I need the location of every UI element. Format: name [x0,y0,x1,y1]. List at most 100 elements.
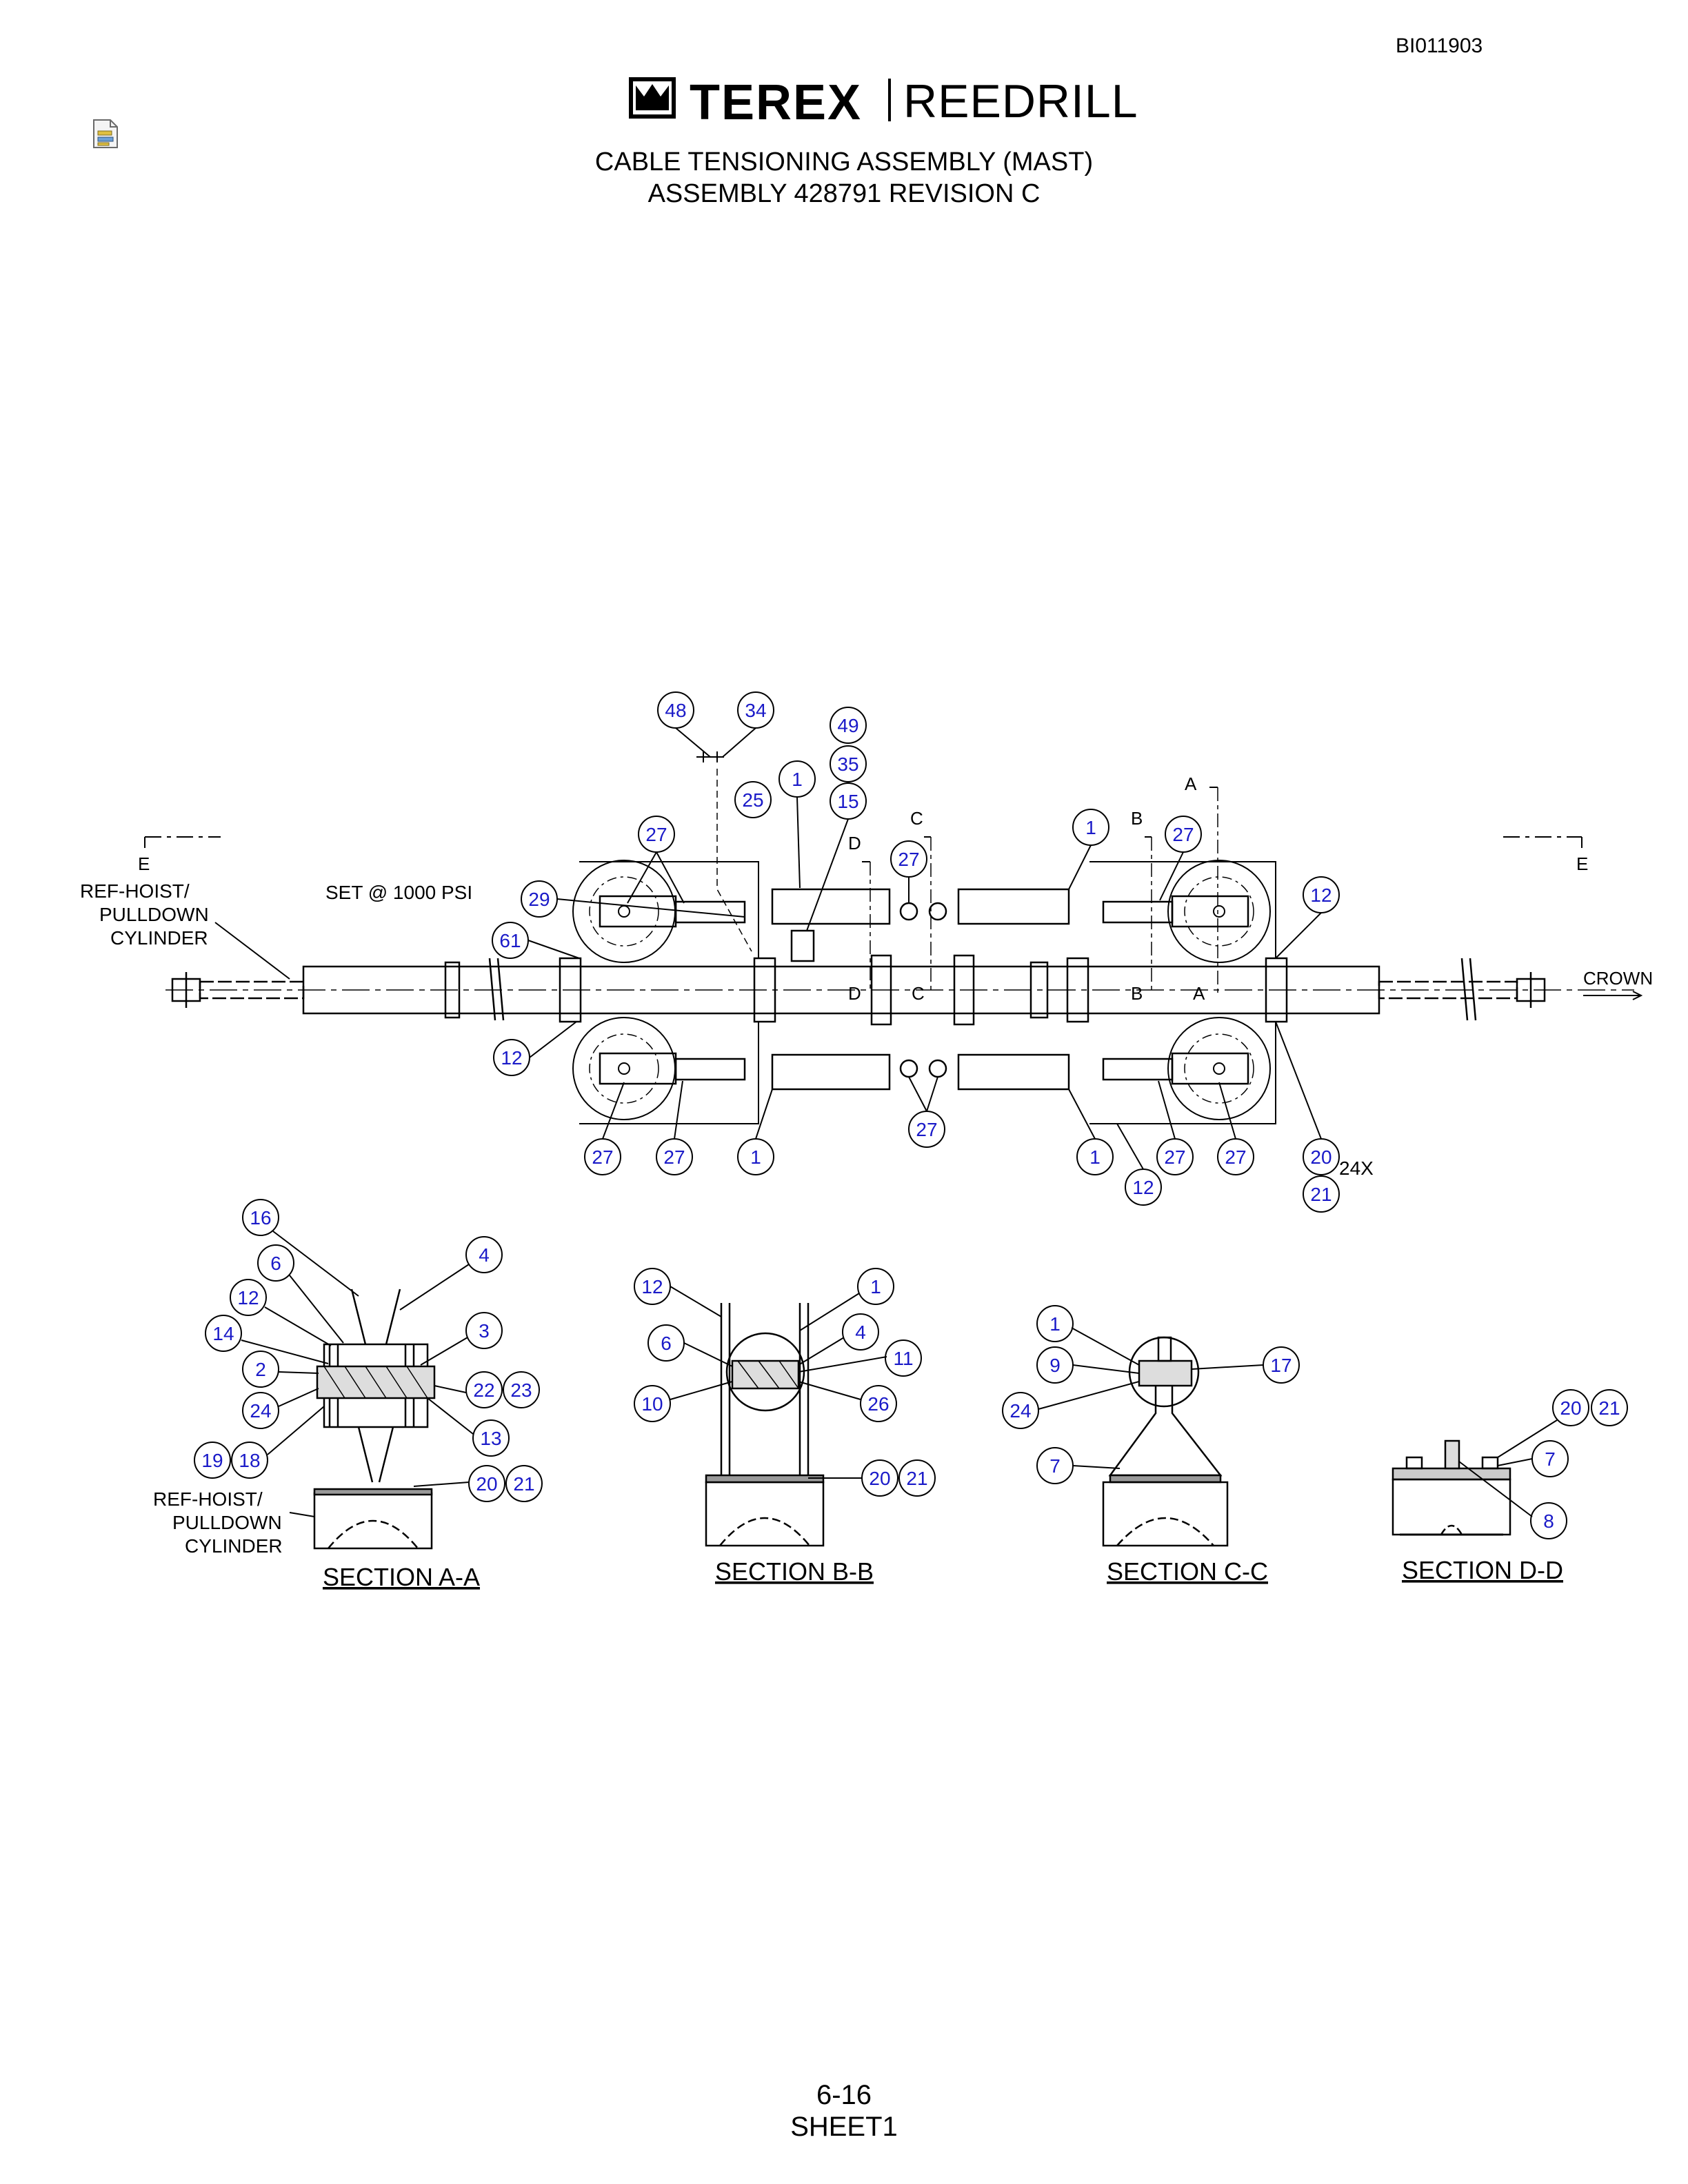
svg-text:1: 1 [1089,1146,1101,1168]
section-e-right: E [1576,853,1588,874]
section-b-mark: B [1131,808,1143,829]
svg-text:12: 12 [237,1287,259,1308]
balloon: 21 [1591,1389,1628,1426]
svg-text:4: 4 [479,1244,490,1266]
brand-terex: TEREX [690,75,863,130]
svg-text:16: 16 [250,1207,271,1228]
svg-text:24: 24 [1009,1400,1031,1422]
svg-text:8: 8 [1543,1510,1554,1532]
balloon: 20 [1303,1138,1340,1175]
balloon: 6 [257,1244,294,1282]
svg-text:48: 48 [665,700,686,721]
svg-text:18: 18 [239,1450,260,1471]
section-title-a: SECTION A-A [323,1563,480,1591]
svg-text:7: 7 [1049,1455,1061,1477]
balloon: 15 [830,782,867,820]
section-c-mark: C [910,808,923,829]
balloon: 23 [503,1371,540,1408]
svg-text:2: 2 [255,1359,266,1380]
balloon: 1 [1036,1305,1074,1342]
balloon: 48 [657,691,694,729]
svg-text:23: 23 [510,1379,532,1401]
svg-text:34: 34 [745,700,766,721]
svg-text:21: 21 [906,1468,927,1489]
company-logo: TEREX REEDRILL [627,74,1138,130]
section-a-a [313,1288,436,1550]
svg-text:20: 20 [476,1473,497,1495]
svg-text:17: 17 [1270,1355,1292,1376]
svg-text:1: 1 [750,1146,761,1168]
svg-text:1: 1 [1049,1313,1061,1335]
svg-text:6: 6 [270,1253,281,1274]
svg-text:4: 4 [855,1322,866,1343]
svg-text:24: 24 [250,1400,271,1422]
balloon: 10 [634,1385,671,1422]
balloon: 4 [842,1313,879,1351]
balloon: 6 [647,1324,685,1362]
section-a-inline: A [1193,983,1205,1004]
svg-text:19: 19 [201,1450,223,1471]
balloon: 29 [521,880,558,918]
balloon: 24 [1002,1392,1039,1429]
balloon: 4 [465,1236,503,1273]
title-line-1: CABLE TENSIONING ASSEMBLY (MAST) [594,148,1094,176]
balloon: 11 [885,1339,922,1377]
set-pressure-note: SET @ 1000 PSI [325,882,472,903]
section-d-d [1391,1439,1511,1536]
svg-text:6: 6 [661,1333,672,1354]
svg-text:10: 10 [641,1393,663,1415]
balloon: 27 [584,1138,621,1175]
svg-text:9: 9 [1049,1355,1061,1376]
attachment-file-icon[interactable] [91,119,120,149]
qty-24x: 24X [1339,1157,1374,1179]
svg-text:20: 20 [869,1468,890,1489]
balloon: 27 [908,1111,945,1148]
balloon: 49 [830,707,867,744]
section-titles: SECTION A-A SECTION B-B SECTION C-C SECT… [323,1556,1563,1591]
svg-text:12: 12 [641,1276,663,1297]
balloon: 19 [194,1442,231,1479]
svg-text:11: 11 [893,1348,913,1369]
svg-text:13: 13 [480,1428,501,1449]
svg-text:21: 21 [1310,1184,1332,1205]
main-assembly-view [144,751,1634,1124]
main-balloons: 48 34 49 35 15 25 1 27 27 29 61 12 1 27 … [492,691,1340,1213]
balloon: 21 [505,1465,543,1502]
balloon: 34 [737,691,774,729]
balloon: 27 [1156,1138,1194,1175]
svg-text:1: 1 [1085,817,1096,838]
ref-cylinder-sec-line1: REF-HOIST/ [153,1488,263,1510]
document-id: BI011903 [1396,34,1483,57]
svg-text:1: 1 [792,769,803,790]
document-title: CABLE TENSIONING ASSEMBLY (MAST) ASSEMBL… [0,146,1688,210]
section-b-b [705,1303,825,1547]
svg-text:27: 27 [1164,1146,1185,1168]
section-d-mark: D [848,833,861,853]
section-balloons: 16 6 4 12 3 14 2 22 23 24 13 19 18 20 21… [194,1199,1628,1539]
balloon: 21 [1303,1175,1340,1213]
balloon: 35 [830,745,867,782]
svg-text:25: 25 [742,789,763,811]
svg-text:27: 27 [1172,824,1194,845]
balloon: 20 [861,1459,898,1497]
balloon: 7 [1531,1440,1569,1477]
section-d-inline: D [848,983,861,1004]
ref-cylinder-sec-line2: PULLDOWN [172,1512,282,1533]
section-c-inline: C [912,983,925,1004]
svg-text:12: 12 [1132,1177,1154,1198]
balloon: 27 [890,840,927,878]
balloon: 61 [492,922,529,959]
brand-reedrill: REEDRILL [903,75,1138,128]
balloon: 18 [231,1442,268,1479]
svg-text:20: 20 [1310,1146,1332,1168]
svg-text:49: 49 [837,715,858,736]
balloon: 24 [242,1392,279,1429]
crown-label: CROWN [1583,968,1653,989]
balloon: 7 [1036,1447,1074,1484]
page-footer: 6-16 SHEET1 [0,2079,1688,2143]
balloon: 2 [242,1351,279,1388]
balloon: 9 [1036,1346,1074,1384]
section-title-c: SECTION C-C [1107,1557,1268,1586]
balloon: 22 [465,1371,503,1408]
svg-text:22: 22 [473,1379,494,1401]
